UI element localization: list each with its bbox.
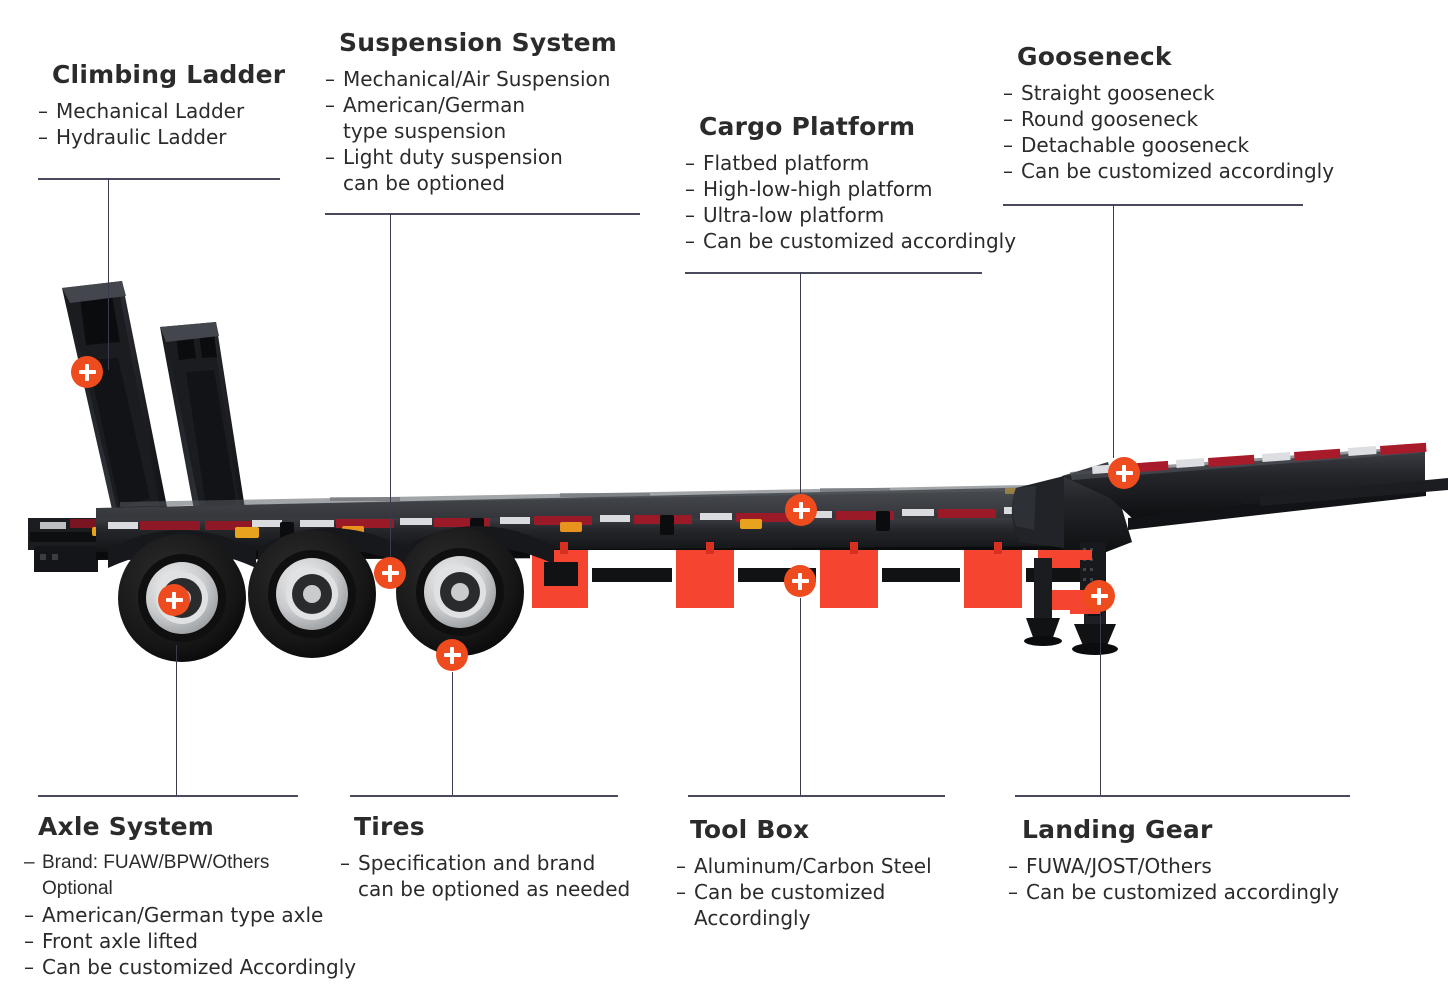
callout-title-tool-box: Tool Box <box>690 815 810 844</box>
callout-rule-tool-box <box>688 795 945 797</box>
list-item: Can be customized accordingly <box>685 228 1016 254</box>
callout-list-tool-box: Aluminum/Carbon Steel Can be customized … <box>676 853 932 931</box>
leader-line-tires <box>452 672 453 795</box>
list-item: Hydraulic Ladder <box>38 124 285 150</box>
leader-line-suspension-system <box>390 213 391 573</box>
callout-rule-suspension-system <box>325 213 640 215</box>
list-item: Ultra-low platform <box>685 202 1016 228</box>
callout-title-gooseneck: Gooseneck <box>1017 42 1172 71</box>
wheel-middle <box>248 530 376 658</box>
callout-rule-axle-system <box>38 795 298 797</box>
callout-list-gooseneck: Straight gooseneck Round gooseneck Detac… <box>1003 80 1334 184</box>
callout-cargo-platform: Cargo Platform Flatbed platform High-low… <box>685 112 1016 254</box>
callout-gooseneck: Gooseneck Straight gooseneck Round goose… <box>1003 42 1334 184</box>
list-item: Can be customized accordingly <box>1008 879 1339 905</box>
marker-climbing-ladder-plus-icon[interactable] <box>71 356 103 388</box>
marker-gooseneck-plus-icon[interactable] <box>1108 457 1140 489</box>
wheel-front <box>396 528 524 656</box>
list-item: Can be customized accordingly <box>1003 158 1334 184</box>
leader-line-tool-box <box>800 598 801 795</box>
list-item: type suspension <box>343 119 507 143</box>
list-item: American/German <box>325 92 617 118</box>
callout-axle-system: Axle System Brand: FUAW/BPW/Others Optio… <box>24 812 356 980</box>
leader-line-landing-gear <box>1100 612 1101 795</box>
list-item: American/German type axle <box>24 902 356 928</box>
callout-landing-gear: Landing Gear FUWA/JOST/Others Can be cus… <box>1008 815 1339 905</box>
list-item: High-low-high platform <box>685 176 1016 202</box>
callout-climbing-ladder: Climbing Ladder Mechanical Ladder Hydrau… <box>38 60 285 150</box>
list-item: Light duty suspension <box>325 144 617 170</box>
list-item: Front axle lifted <box>24 928 356 954</box>
gooseneck <box>1011 442 1448 614</box>
list-item: can be optioned as needed <box>358 877 631 901</box>
rear-ramps <box>62 281 248 542</box>
callout-tires: Tires Specification and brand can be opt… <box>340 812 630 902</box>
list-item: Can be customized Accordingly <box>24 954 356 980</box>
callout-title-tires: Tires <box>354 812 425 841</box>
callout-list-climbing-ladder: Mechanical Ladder Hydraulic Ladder <box>38 98 285 150</box>
marker-axle-system-plus-icon[interactable] <box>158 584 190 616</box>
tool-box-side-guard <box>530 542 1090 610</box>
leader-line-axle-system <box>176 645 177 795</box>
gooseneck-reflective-strips <box>1092 442 1427 474</box>
list-item: Aluminum/Carbon Steel <box>676 853 932 879</box>
list-item: Can be customized <box>676 879 932 905</box>
lowbed-trailer-illustration <box>28 281 1448 662</box>
list-item: Optional <box>42 878 113 899</box>
callout-title-landing-gear: Landing Gear <box>1022 815 1213 844</box>
callout-list-axle-system: Brand: FUAW/BPW/Others Optional American… <box>24 850 356 980</box>
list-item: Flatbed platform <box>685 150 1016 176</box>
marker-tool-box-plus-icon[interactable] <box>784 565 816 597</box>
list-item: Specification and brand <box>340 850 630 876</box>
callout-rule-cargo-platform <box>685 272 982 274</box>
callout-list-cargo-platform: Flatbed platform High-low-high platform … <box>685 150 1016 254</box>
marker-suspension-plus-icon[interactable] <box>374 557 406 589</box>
list-item: Brand: FUAW/BPW/Others <box>24 850 356 876</box>
callout-title-axle-system: Axle System <box>38 812 215 841</box>
list-item: Round gooseneck <box>1003 106 1334 132</box>
callout-list-tires: Specification and brand can be optioned … <box>340 850 630 902</box>
callout-rule-gooseneck <box>1003 204 1303 206</box>
list-item: Accordingly <box>694 906 811 930</box>
callout-title-cargo-platform: Cargo Platform <box>699 112 916 141</box>
list-item: Detachable gooseneck <box>1003 132 1334 158</box>
list-item: FUWA/JOST/Others <box>1008 853 1339 879</box>
marker-landing-gear-plus-icon[interactable] <box>1083 580 1115 612</box>
list-item: Straight gooseneck <box>1003 80 1334 106</box>
marker-tires-plus-icon[interactable] <box>436 639 468 671</box>
list-item: Mechanical/Air Suspension <box>325 66 617 92</box>
leader-line-climbing-ladder <box>108 178 109 370</box>
callout-rule-tires <box>350 795 618 797</box>
callout-list-landing-gear: FUWA/JOST/Others Can be customized accor… <box>1008 853 1339 905</box>
leader-line-cargo-platform <box>800 272 801 502</box>
marker-cargo-platform-plus-icon[interactable] <box>785 494 817 526</box>
callout-suspension-system: Suspension System Mechanical/Air Suspens… <box>325 28 617 196</box>
callout-title-suspension-system: Suspension System <box>339 28 617 57</box>
callout-tool-box: Tool Box Aluminum/Carbon Steel Can be cu… <box>676 815 932 931</box>
list-item: can be optioned <box>343 171 505 195</box>
callout-title-climbing-ladder: Climbing Ladder <box>52 60 286 89</box>
list-item: Mechanical Ladder <box>38 98 285 124</box>
callout-rule-landing-gear <box>1015 795 1350 797</box>
leader-line-gooseneck <box>1113 204 1114 458</box>
callout-rule-climbing-ladder <box>38 178 280 180</box>
callout-list-suspension-system: Mechanical/Air Suspension American/Germa… <box>325 66 617 196</box>
